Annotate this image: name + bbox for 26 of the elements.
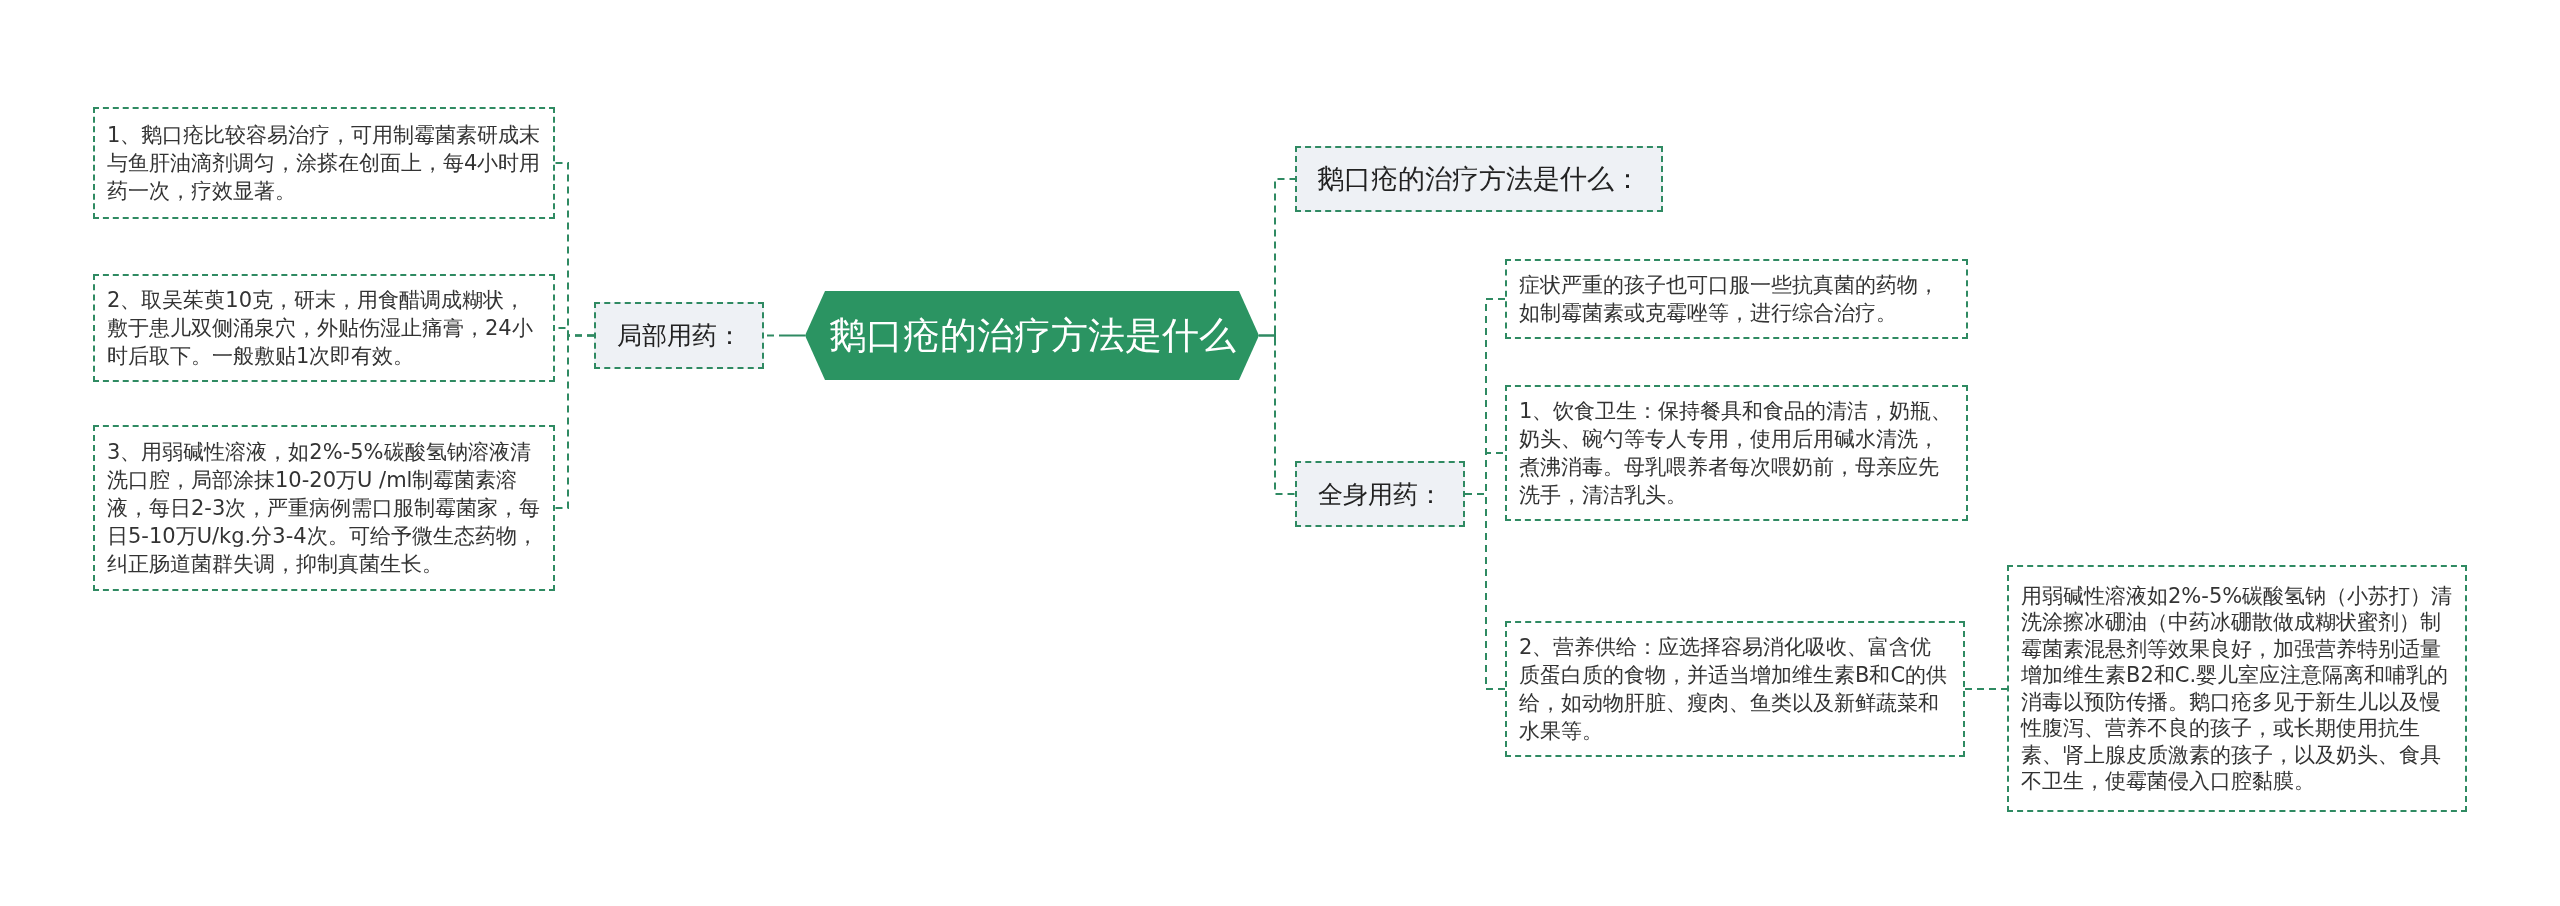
note-box: [1505, 621, 1965, 757]
note-box: [93, 107, 555, 219]
branch-box: [594, 302, 764, 369]
connector-line: [1258, 334, 1296, 495]
note-text: 2、取吴茱萸10克，研末，用食醋调成糊状，敷于患儿双侧涌泉穴，外贴伤湿止痛膏，24小时后取下。一般敷贴1次即有效。: [107, 287, 534, 370]
connector-line: [1964, 688, 2008, 690]
branch-box: [1295, 461, 1465, 527]
branch-label: 全身用药：: [1317, 478, 1443, 511]
note-text: 3、用弱碱性溶液，如2%-5%碳酸氢钠溶液清洗口腔，局部涂抹10-20万U /ml制霉菌素溶液，每日2-3次，严重病例需口服制霉菌家，每日5-10万U/kg.分3-4次。可给予微生态药物，纠正肠道菌群失调，抑制真菌生长。: [107, 439, 542, 578]
branch-label: 鹅口疮的治疗方法是什么：: [1317, 162, 1641, 196]
note-box: [93, 274, 555, 382]
connector-line: [554, 334, 595, 509]
branch-label: 局部用药：: [616, 320, 742, 352]
note-box: [93, 425, 555, 591]
note-box: [2007, 565, 2467, 812]
note-text: 1、鹅口疮比较容易治疗，可用制霉菌素研成末与鱼肝油滴剂调匀，涂搽在创面上，每4小时用药一次，疗效显著。: [107, 122, 542, 205]
note-box: [1505, 259, 1968, 339]
connector-line: [1464, 493, 1506, 690]
note-text: 用弱碱性溶液如2%-5%碳酸氢钠（小苏打）清洗涂擦冰硼油（中药冰硼散做成糊状蜜剂）制霉菌素混悬剂等效果良好，加强营养特别适量增加维生素B2和C.婴儿室应注意隔离和哺乳的消毒以预防传播。鹅口疮多见于新生儿以及慢性腹泻、营养不良的孩子，或长期使用抗生素、肾上腺皮质激素的孩子，以及奶头、食具不卫生，使霉菌侵入口腔黏膜。: [2021, 582, 2454, 795]
central-topic-hexagon: [805, 291, 1259, 380]
branch-box: [1295, 146, 1663, 212]
note-text: 2、营养供给：应选择容易消化吸收、富含优质蛋白质的食物，并适当增加维生素B和C的供给，如动物肝脏、瘦肉、鱼类以及新鲜蔬菜和水果等。: [1519, 634, 1949, 745]
topic-title: 鹅口疮的治疗方法是什么: [828, 312, 1236, 359]
note-text: 症状严重的孩子也可口服一些抗真菌的药物，如制霉菌素或克霉唑等，进行综合治疗。: [1519, 272, 1940, 327]
note-text: 1、饮食卫生：保持餐具和食品的清洁，奶瓶、奶头、碗勺等专人专用，使用后用碱水清洗，煮沸消毒。母乳喂养者每次喂奶前，母亲应先洗手，清洁乳头。: [1519, 398, 1954, 509]
note-box: [1505, 385, 1968, 521]
